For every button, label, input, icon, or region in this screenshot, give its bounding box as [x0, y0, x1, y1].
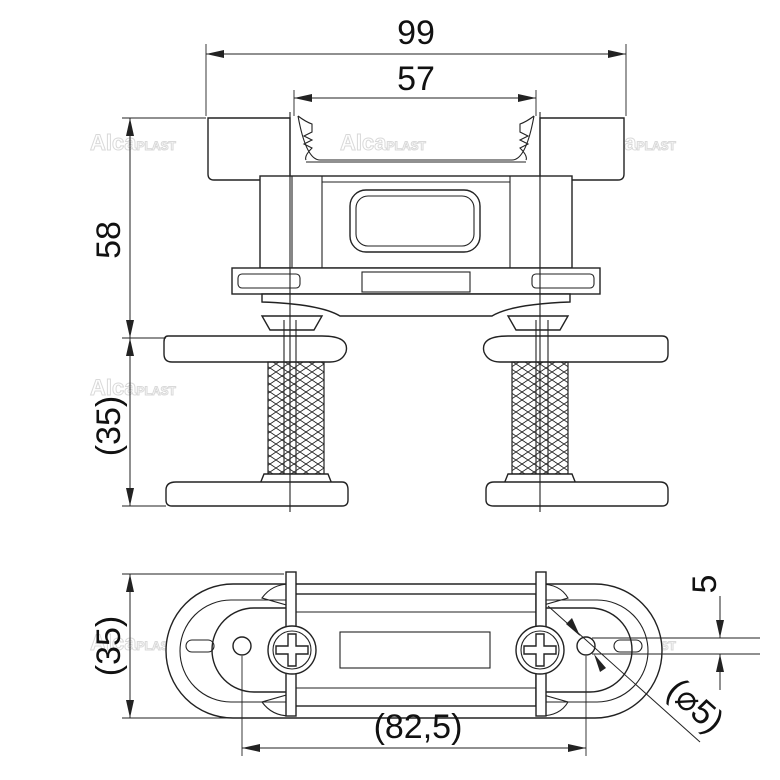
dim-825-arrow-left [242, 744, 260, 752]
dim-99-arrow-left [206, 50, 224, 58]
dim-99-label: 99 [397, 14, 435, 52]
right-screw-rim [520, 630, 560, 670]
plan-center-window [339, 631, 491, 669]
watermark-2: AlcaPLAST [340, 130, 426, 155]
dim-58-arrow-bottom [126, 320, 134, 338]
dim-plan-35-arrow-bottom [126, 700, 134, 718]
flange-right-nut [531, 273, 595, 289]
right-screw-cross [523, 633, 557, 667]
top-left-pad [207, 117, 291, 181]
right-leg [482, 315, 669, 507]
left-leg [163, 315, 349, 507]
dim-35-arrow-bottom [126, 488, 134, 506]
left-screw-cross [275, 633, 309, 667]
dim-57-label: 57 [397, 60, 435, 98]
dim-35-leg-label: (35) [90, 396, 128, 456]
dim-dia-arrow-1 [566, 618, 580, 636]
dim-57-arrow-right [518, 94, 536, 102]
left-leg-collar [260, 315, 324, 331]
plan-view [165, 571, 663, 719]
front-view [163, 112, 669, 512]
dim-58-label: 58 [90, 221, 128, 259]
flange-center-slot [361, 271, 471, 293]
left-end-slot [185, 639, 215, 653]
top-right-pad [539, 117, 625, 181]
left-jaw-teeth [297, 115, 314, 161]
dim-825-arrow-right [568, 744, 586, 752]
dim-58-arrow-top [126, 118, 134, 136]
plan-center-body [291, 593, 537, 707]
dim-5-arrow-bottom [716, 654, 724, 672]
right-upper-foot [482, 335, 669, 363]
dim-57-arrow-left [294, 94, 312, 102]
dim-99-arrow-right [608, 50, 626, 58]
dim-5-label: 5 [686, 575, 724, 594]
dim-825-label: (82,5) [374, 708, 463, 746]
left-lower-foot [165, 481, 349, 507]
dim-dia-arrow-2 [594, 654, 606, 672]
dim-plan-35-arrow-top [126, 574, 134, 592]
front-dimensions: 99 57 58 (35) [90, 14, 627, 507]
left-screw-rim [272, 630, 312, 670]
right-lower-foot [485, 481, 669, 507]
right-jaw-teeth [518, 115, 535, 161]
right-end-slot [613, 639, 643, 653]
dim-5-arrow-top [716, 620, 724, 638]
left-end-hole [232, 636, 252, 656]
dim-35-arrow-top [126, 338, 134, 356]
body-window [349, 189, 481, 253]
flange-underside [261, 293, 571, 317]
left-upper-foot [163, 335, 348, 363]
right-leg-collar [506, 315, 570, 331]
jaw-bridge [297, 115, 535, 161]
right-end-hole [576, 636, 596, 656]
dim-plan-35-label: (35) [90, 616, 128, 676]
body-window-inner [355, 195, 475, 247]
flange-left-nut [237, 273, 301, 289]
